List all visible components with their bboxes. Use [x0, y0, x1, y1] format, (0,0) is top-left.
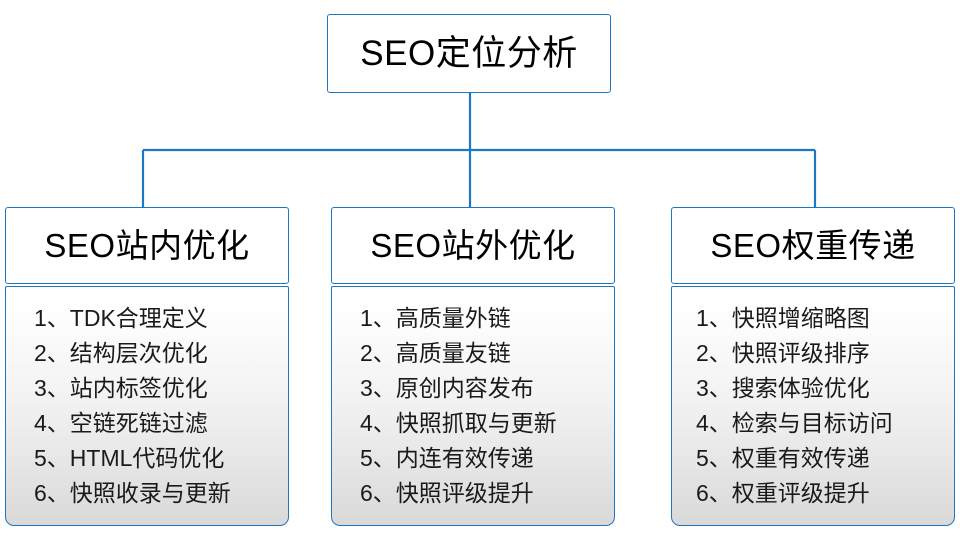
branch-onsite: SEO站内优化 1、TDK合理定义 2、结构层次优化 3、站内标签优化 4、空链…	[5, 207, 289, 526]
branch-list-onsite: 1、TDK合理定义 2、结构层次优化 3、站内标签优化 4、空链死链过滤 5、H…	[5, 286, 289, 526]
branch-header-label: SEO权重传递	[710, 227, 916, 264]
branch-header-label: SEO站内优化	[44, 227, 250, 264]
branch-header-weight[interactable]: SEO权重传递	[671, 207, 955, 284]
list-item: 5、内连有效传递	[360, 445, 534, 471]
list-item: 6、快照收录与更新	[34, 480, 231, 506]
list-item: 3、站内标签优化	[34, 375, 208, 401]
list-item: 4、快照抓取与更新	[360, 410, 557, 436]
root-node[interactable]: SEO定位分析	[327, 14, 611, 93]
list-item: 3、原创内容发布	[360, 375, 534, 401]
list-item: 6、快照评级提升	[360, 480, 534, 506]
list-item: 2、高质量友链	[360, 340, 511, 366]
branch-header-offsite[interactable]: SEO站外优化	[331, 207, 615, 284]
list-item: 1、TDK合理定义	[34, 305, 208, 331]
list-item: 1、快照增缩略图	[696, 305, 870, 331]
list-item: 1、高质量外链	[360, 305, 511, 331]
list-item: 5、权重有效传递	[696, 445, 870, 471]
item-list: 1、TDK合理定义 2、结构层次优化 3、站内标签优化 4、空链死链过滤 5、H…	[6, 301, 288, 511]
item-list: 1、快照增缩略图 2、快照评级排序 3、搜索体验优化 4、检索与目标访问 5、权…	[672, 301, 954, 511]
branch-weight: SEO权重传递 1、快照增缩略图 2、快照评级排序 3、搜索体验优化 4、检索与…	[671, 207, 955, 526]
branch-header-onsite[interactable]: SEO站内优化	[5, 207, 289, 284]
list-item: 6、权重评级提升	[696, 480, 870, 506]
branch-list-offsite: 1、高质量外链 2、高质量友链 3、原创内容发布 4、快照抓取与更新 5、内连有…	[331, 286, 615, 526]
list-item: 5、HTML代码优化	[34, 445, 225, 471]
branch-offsite: SEO站外优化 1、高质量外链 2、高质量友链 3、原创内容发布 4、快照抓取与…	[331, 207, 615, 526]
root-node-label: SEO定位分析	[360, 34, 578, 73]
list-item: 2、结构层次优化	[34, 340, 208, 366]
list-item: 3、搜索体验优化	[696, 375, 870, 401]
list-item: 4、空链死链过滤	[34, 410, 208, 436]
item-list: 1、高质量外链 2、高质量友链 3、原创内容发布 4、快照抓取与更新 5、内连有…	[332, 301, 614, 511]
list-item: 2、快照评级排序	[696, 340, 870, 366]
branch-list-weight: 1、快照增缩略图 2、快照评级排序 3、搜索体验优化 4、检索与目标访问 5、权…	[671, 286, 955, 526]
branch-header-label: SEO站外优化	[370, 227, 576, 264]
list-item: 4、检索与目标访问	[696, 410, 893, 436]
